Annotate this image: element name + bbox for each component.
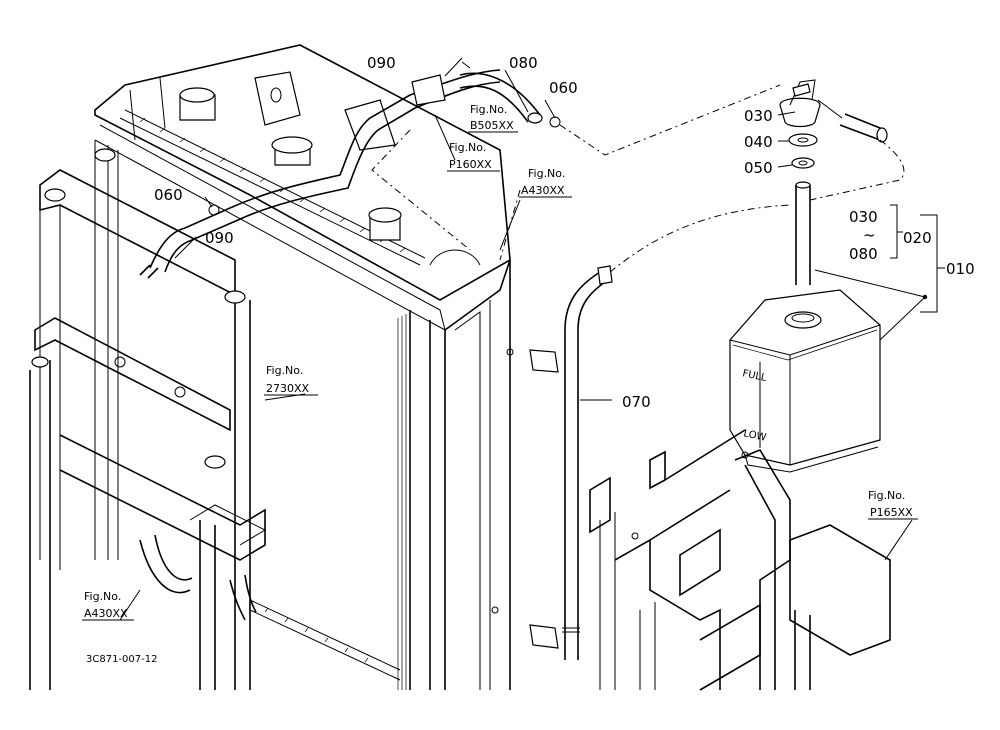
leader-lines bbox=[119, 57, 945, 621]
svg-text:P160XX: P160XX bbox=[449, 158, 492, 171]
ref-b505: Fig.No. B505XX bbox=[468, 103, 518, 133]
tank-bracket bbox=[589, 429, 891, 691]
ref-a430-bottom: Fig.No. A430XX bbox=[82, 590, 134, 621]
label-070: 070 bbox=[622, 393, 651, 411]
reserve-tank-assembly: FULL LOW bbox=[729, 79, 888, 473]
svg-text:P165XX: P165XX bbox=[870, 506, 913, 519]
label-range-tilde: ~ bbox=[863, 226, 876, 244]
svg-text:Fig.No.: Fig.No. bbox=[528, 167, 565, 180]
label-010: 010 bbox=[946, 260, 975, 278]
ref-2730: Fig.No. 2730XX bbox=[264, 364, 318, 396]
radiator-assembly bbox=[29, 44, 559, 690]
svg-text:Fig.No.: Fig.No. bbox=[266, 364, 303, 377]
label-090-top: 090 bbox=[367, 54, 396, 72]
label-020: 020 bbox=[903, 229, 932, 247]
svg-text:Fig.No.: Fig.No. bbox=[470, 103, 507, 116]
hose-070-drain bbox=[562, 265, 613, 660]
svg-text:B505XX: B505XX bbox=[470, 119, 514, 132]
ref-p165: Fig.No. P165XX bbox=[868, 489, 918, 520]
tank-full-mark: FULL bbox=[741, 368, 767, 384]
label-050: 050 bbox=[744, 159, 773, 177]
label-060-left: 060 bbox=[154, 186, 183, 204]
ref-p160: Fig.No. P160XX bbox=[447, 141, 500, 172]
drawing-code: 3C871-007-12 bbox=[86, 654, 157, 665]
tank-low-mark: LOW bbox=[742, 428, 767, 444]
hose-090-overflow bbox=[139, 69, 561, 279]
label-080: 080 bbox=[509, 54, 538, 72]
label-range-080: 080 bbox=[849, 245, 878, 263]
label-040: 040 bbox=[744, 133, 773, 151]
label-060-top: 060 bbox=[549, 79, 578, 97]
svg-text:A430XX: A430XX bbox=[84, 607, 128, 620]
svg-text:Fig.No.: Fig.No. bbox=[84, 590, 121, 603]
svg-text:A430XX: A430XX bbox=[521, 184, 565, 197]
svg-text:Fig.No.: Fig.No. bbox=[449, 141, 486, 154]
ref-a430-top: Fig.No. A430XX bbox=[519, 167, 572, 198]
svg-text:Fig.No.: Fig.No. bbox=[868, 489, 905, 502]
label-090-left: 090 bbox=[205, 229, 234, 247]
label-range-030: 030 bbox=[849, 208, 878, 226]
figure-references: Fig.No. B505XX Fig.No. P160XX Fig.No. A4… bbox=[82, 103, 918, 621]
svg-text:2730XX: 2730XX bbox=[266, 382, 310, 395]
part-labels: 090 080 060 030 040 050 030 ~ 080 020 01… bbox=[154, 54, 975, 411]
label-030: 030 bbox=[744, 107, 773, 125]
